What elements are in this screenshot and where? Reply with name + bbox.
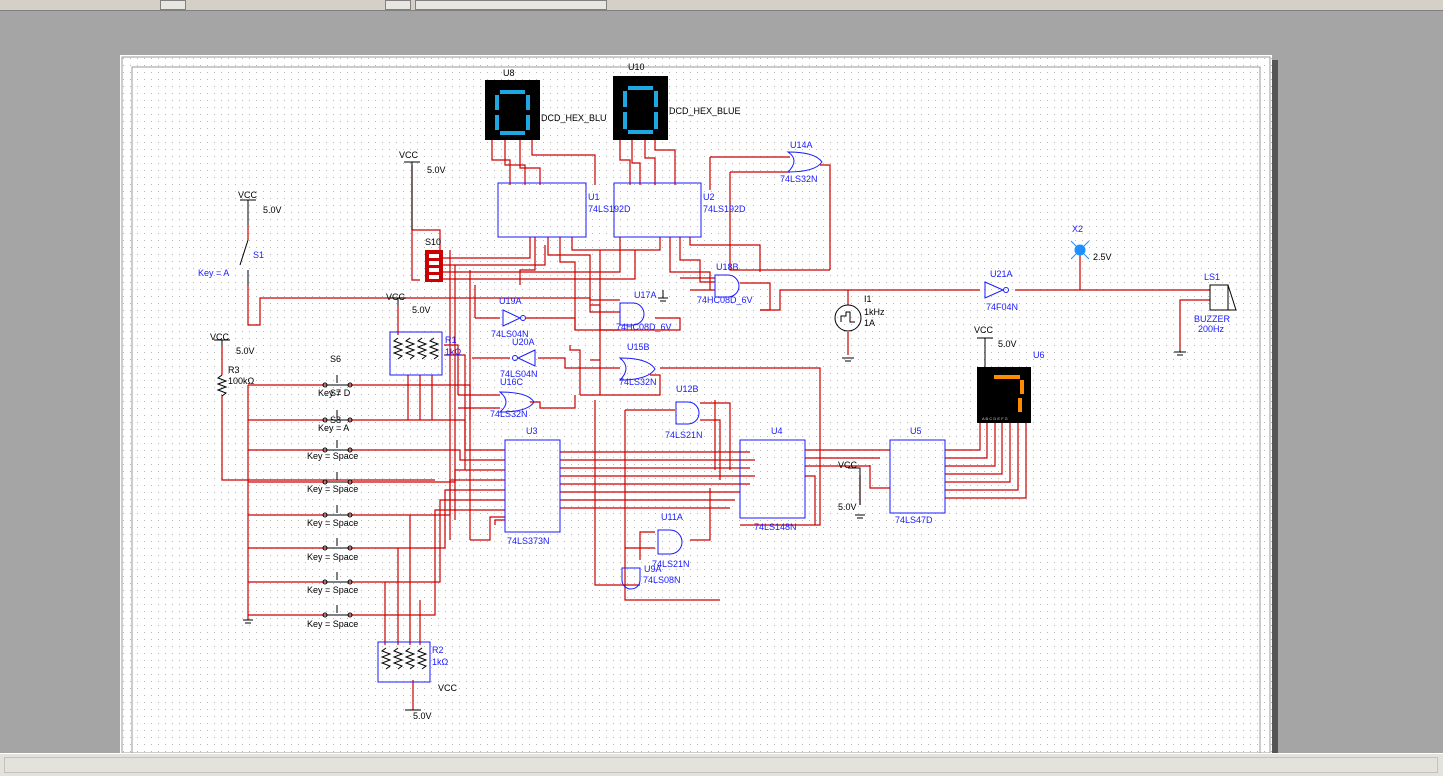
label-key-space: Key = Space — [307, 484, 358, 494]
label-hex2: DCD_HEX_BLUE — [669, 106, 741, 116]
label-r3-val: 100kΩ — [228, 376, 255, 386]
label-vcc: VCC — [386, 292, 406, 302]
label-u21a-part: 74F04N — [986, 302, 1018, 312]
label-u20a: U20A — [512, 337, 535, 347]
power-wires — [214, 161, 1186, 711]
label-5v: 5.0V — [236, 346, 255, 356]
label-vcc: VCC — [210, 332, 230, 342]
label-5v: 5.0V — [412, 305, 431, 315]
label-s1: S1 — [253, 250, 264, 260]
toolbar-dropdown[interactable] — [415, 0, 607, 10]
label-u16c-part: 74LS32N — [490, 409, 528, 419]
dip-switch-s10[interactable] — [425, 250, 443, 282]
label-u5: U5 — [910, 426, 922, 436]
label-u3-part: 74LS373N — [507, 536, 550, 546]
label-5v: 5.0V — [427, 165, 446, 175]
label-key-space: Key = Space — [307, 585, 358, 595]
display-u6: A B C D E F G — [977, 367, 1031, 423]
label-u9a-part: 74LS08N — [643, 575, 681, 585]
label-vcc: VCC — [399, 150, 419, 160]
label-buzzer-freq: 200Hz — [1198, 324, 1225, 334]
label-i1-freq: 1kHz — [864, 307, 885, 317]
label-u4: U4 — [771, 426, 783, 436]
label-u16c: U16C — [500, 377, 524, 387]
label-u15b-part: 74LS32N — [619, 377, 657, 387]
label-r3: R3 — [228, 365, 240, 375]
status-bar — [0, 753, 1443, 776]
label-key-space: Key = Space — [307, 451, 358, 461]
label-vcc: VCC — [974, 325, 994, 335]
label-r2: R2 — [432, 645, 444, 655]
label-u14a: U14A — [790, 140, 813, 150]
label-u18b: U18B — [716, 262, 739, 272]
wires — [221, 140, 1210, 710]
label-key-space: Key = Space — [307, 619, 358, 629]
label-u17a: U17A — [634, 290, 657, 300]
label-u2-part: 74LS192D — [703, 204, 746, 214]
label-u12b: U12B — [676, 384, 699, 394]
label-key-a: Key = A — [198, 268, 229, 278]
status-field — [4, 757, 1438, 773]
label-s10: S10 — [425, 237, 441, 247]
components — [216, 151, 1237, 683]
label-i1-amp: 1A — [864, 318, 875, 328]
display-u8 — [485, 80, 540, 140]
display-u10 — [613, 76, 668, 140]
toolbar — [0, 0, 1443, 11]
label-u5-part: 74LS47D — [895, 515, 933, 525]
label-vcc: VCC — [838, 460, 858, 470]
label-key-space: Key = Space — [307, 518, 358, 528]
label-u19a: U19A — [499, 296, 522, 306]
label-u18b-part: 74HC08D_6V — [697, 295, 753, 305]
label-u15b: U15B — [627, 342, 650, 352]
label-ls1: LS1 — [1204, 272, 1220, 282]
toolbar-button[interactable] — [385, 0, 411, 10]
part-labels: U1 74LS192D U2 74LS192D U14A 74LS32N S1 … — [198, 140, 1231, 667]
label-5v: 5.0V — [263, 205, 282, 215]
label-5v: 5.0V — [838, 502, 857, 512]
label-u1: U1 — [588, 192, 600, 202]
label-u1-part: 74LS192D — [588, 204, 631, 214]
label-u19a-part: 74LS04N — [491, 329, 529, 339]
label-u6: U6 — [1033, 350, 1045, 360]
label-r2-val: 1kΩ — [432, 657, 449, 667]
label-u21a: U21A — [990, 269, 1013, 279]
label-5v: 5.0V — [998, 339, 1017, 349]
label-key-space: Key = Space — [307, 552, 358, 562]
label-i1: I1 — [864, 294, 872, 304]
u6-pin-labels: A B C D E F G — [982, 416, 1008, 421]
label-u2: U2 — [703, 192, 715, 202]
label-u12b-part: 74LS21N — [665, 430, 703, 440]
label-u11a: U11A — [661, 512, 683, 522]
label-u10: U10 — [628, 62, 645, 72]
label-u8: U8 — [503, 68, 515, 78]
label-u9a: U9A — [644, 564, 662, 574]
label-u20a-part: 74LS04N — [500, 369, 538, 379]
label-hex1: DCD_HEX_BLU — [541, 113, 607, 123]
label-u14a-part: 74LS32N — [780, 174, 818, 184]
label-key-a2: Key = A — [318, 423, 349, 433]
schematic-sheet[interactable]: A B C D E F G — [120, 55, 1272, 755]
labels: U8 U10 DCD_HEX_BLU DCD_HEX_BLUE VCC 5.0V… — [210, 62, 1017, 721]
pushbuttons[interactable] — [322, 375, 353, 618]
label-u11a-part: 74LS21N — [652, 559, 690, 569]
label-x2: X2 — [1072, 224, 1083, 234]
label-u17a-part: 74HC08D_6V — [616, 322, 672, 332]
label-key-d: Key = D — [318, 388, 351, 398]
label-5v: 5.0V — [413, 711, 432, 721]
label-r1: R1 — [445, 335, 457, 345]
label-s7: S7 — [330, 388, 341, 398]
label-vcc: VCC — [438, 683, 458, 693]
toolbar-button[interactable] — [160, 0, 186, 10]
label-u4-part: 74LS148N — [754, 522, 797, 532]
label-u3: U3 — [526, 426, 538, 436]
label-vcc: VCC — [238, 190, 258, 200]
label-s8: S8 — [330, 415, 341, 425]
label-s6: S6 — [330, 354, 341, 364]
label-2-5v: 2.5V — [1093, 252, 1112, 262]
label-r1-val: 1kΩ — [445, 347, 462, 357]
label-buzzer: BUZZER — [1194, 314, 1231, 324]
